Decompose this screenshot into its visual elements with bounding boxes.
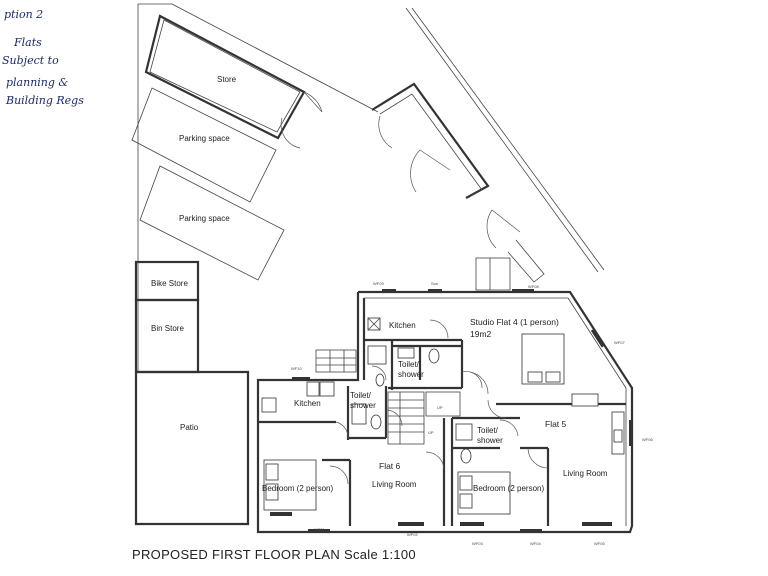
handwritten-note: ption 2 Flats Subject to planning & Buil…	[2, 8, 84, 107]
studio-toilet-label-2: shower	[398, 370, 424, 379]
studio-toilet-label-1: Toilet/	[398, 360, 420, 369]
window-tag-wf01: WF01	[314, 527, 325, 532]
note-line-3: Subject to	[2, 54, 59, 67]
window-tag-wf09: WF09	[373, 281, 384, 286]
stairs: UP UP	[387, 391, 461, 445]
flat5-bedroom-label: Bedroom (2 person)	[473, 484, 544, 493]
patio-label: Patio	[180, 423, 199, 432]
window-tag-sun: Sun	[431, 281, 438, 286]
kitchen-studio-label: Kitchen	[389, 321, 416, 330]
kitchen-flat6-label: Kitchen	[294, 399, 321, 408]
room-labels: Kitchen Studio Flat 4 (1 person) 19m2 To…	[262, 317, 608, 493]
bin-store-label: Bin Store	[151, 324, 184, 333]
fixtures	[261, 317, 625, 515]
window-tag-wf07: WF07	[614, 340, 625, 345]
building-outline	[256, 290, 634, 534]
stair-tag-up-1: UP	[437, 405, 443, 410]
note-line-4: planning &	[6, 76, 68, 89]
bike-store-label: Bike Store	[151, 279, 188, 288]
flat5-toilet-label-2: shower	[477, 436, 503, 445]
window-tag-wf02: WF02	[407, 532, 418, 537]
window-tag-wf03: WF03	[472, 541, 483, 546]
window-tag-wf06: WF06	[642, 437, 653, 442]
parking-label-2: Parking space	[179, 214, 230, 223]
studio-flat-area: 19m2	[470, 329, 492, 339]
windows: WF09 Sun WF08 WF07 WF10 WF06 WF01 WF02 W…	[270, 281, 653, 546]
flat5-label: Flat 5	[545, 419, 567, 429]
studio-flat-title: Studio Flat 4 (1 person)	[470, 317, 559, 327]
window-tag-wf04: WF04	[530, 541, 541, 546]
window-tag-wf05: WF05	[594, 541, 605, 546]
plan-caption: PROPOSED FIRST FLOOR PLAN Scale 1:100	[132, 547, 416, 562]
note-line-2: Flats	[13, 36, 42, 49]
interior-doors	[329, 319, 549, 485]
flat6-label: Flat 6	[379, 461, 401, 471]
parking-spaces: Parking space Parking space	[131, 87, 285, 281]
stair-tag-up-2: UP	[428, 430, 434, 435]
flat5-living-label: Living Room	[563, 469, 608, 478]
note-line-5: Building Regs	[5, 94, 84, 107]
flat6-bedroom-label: Bedroom (2 person)	[262, 484, 333, 493]
note-line-1: ption 2	[4, 8, 43, 21]
chimney-stacks	[315, 257, 511, 373]
store-block: Store	[144, 14, 323, 149]
entrance-structure	[371, 82, 545, 283]
outdoor-stores: Bike Store Bin Store Patio	[134, 260, 250, 526]
window-tag-wf10: WF10	[291, 366, 302, 371]
site-boundary	[137, 3, 605, 372]
window-tag-wf08: WF08	[528, 284, 539, 289]
flat5-toilet-label-1: Toilet/	[477, 426, 499, 435]
flat6-toilet-label-1: Toilet/	[350, 391, 372, 400]
store-label: Store	[217, 75, 237, 84]
flat6-living-label: Living Room	[372, 480, 417, 489]
interior-walls	[258, 338, 626, 526]
flat6-toilet-label-2: shower	[350, 401, 376, 410]
parking-label-1: Parking space	[179, 134, 230, 143]
